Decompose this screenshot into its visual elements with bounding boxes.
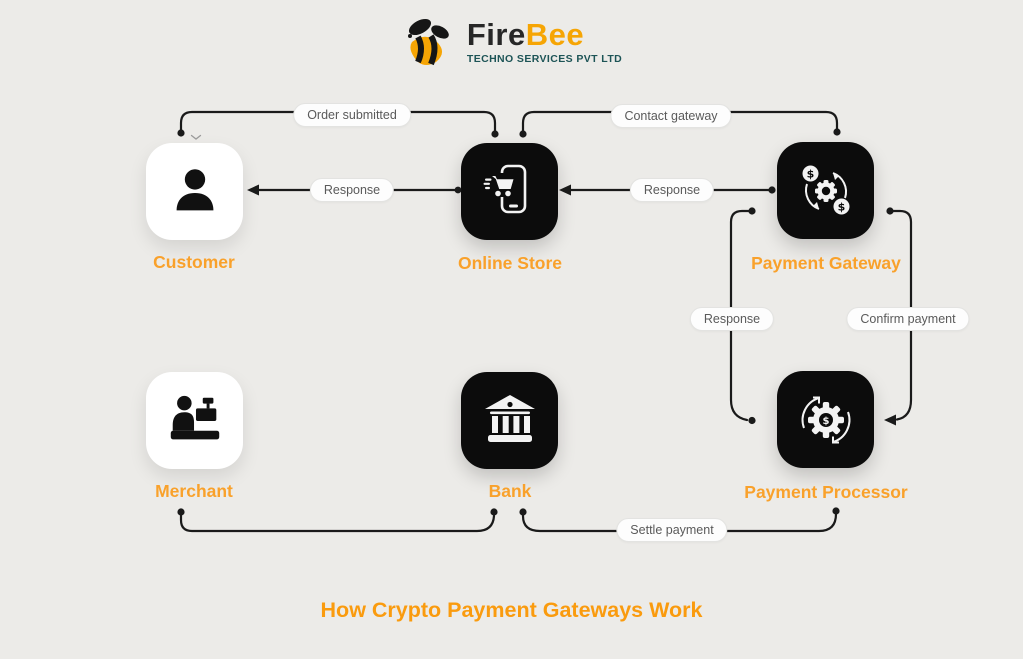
edge-label-confirm-payment: Confirm payment <box>846 307 970 331</box>
bee-icon <box>407 18 449 66</box>
arrowhead-left-icon <box>247 184 259 196</box>
brand-name-fire: Fire <box>466 17 526 52</box>
svg-text:$: $ <box>837 200 845 213</box>
page-title: How Crypto Payment Gateways Work <box>320 598 703 622</box>
node-customer <box>146 143 243 240</box>
brand-name: FireBee <box>467 19 622 50</box>
node-merchant <box>146 372 243 469</box>
edge-settle-payment <box>521 511 838 533</box>
currency-exchange-gear-icon: $ $ <box>802 165 849 214</box>
node-label-merchant: Merchant <box>155 481 233 501</box>
chevron-down-icon <box>190 134 202 140</box>
node-label-payment-processor: Payment Processor <box>744 482 908 502</box>
edge-merchant-bank <box>179 511 496 533</box>
person-icon <box>176 168 213 210</box>
edge-label-contact-gateway: Contact gateway <box>610 104 732 128</box>
edge-label-response-online-store: Response <box>629 178 715 202</box>
cashier-register-icon <box>170 395 219 439</box>
node-payment-processor: $ <box>777 371 874 468</box>
node-payment-gateway: $ $ <box>777 142 874 239</box>
arrowhead-left-icon <box>884 414 896 426</box>
edge-endpoints <box>177 128 896 516</box>
node-label-customer: Customer <box>153 252 235 272</box>
mobile-shopping-cart-icon <box>483 164 526 213</box>
edge-label-settle-payment: Settle payment <box>616 518 728 542</box>
arrowhead-left-icon <box>559 184 571 196</box>
gear-dollar-sync-icon: $ <box>801 396 850 443</box>
edge-response-to-processor <box>729 209 753 422</box>
brand-subtitle: TECHNO SERVICES PVT LTD <box>466 53 623 65</box>
brand-name-bee: Bee <box>525 17 585 52</box>
node-label-bank: Bank <box>488 481 532 501</box>
node-bank <box>461 372 558 469</box>
svg-text:$: $ <box>822 416 829 427</box>
edge-label-order-submitted: Order submitted <box>293 103 411 127</box>
node-label-payment-gateway: Payment Gateway <box>751 253 901 273</box>
brand-logo: FireBee TECHNO SERVICES PVT LTD <box>0 16 1023 68</box>
node-label-online-store: Online Store <box>457 253 563 273</box>
edge-label-response-processor: Response <box>689 307 775 331</box>
edge-label-response-customer: Response <box>309 178 395 202</box>
svg-text:$: $ <box>806 167 814 180</box>
node-online-store <box>461 143 558 240</box>
edge-confirm-payment <box>888 209 913 421</box>
bank-building-icon <box>484 394 535 442</box>
